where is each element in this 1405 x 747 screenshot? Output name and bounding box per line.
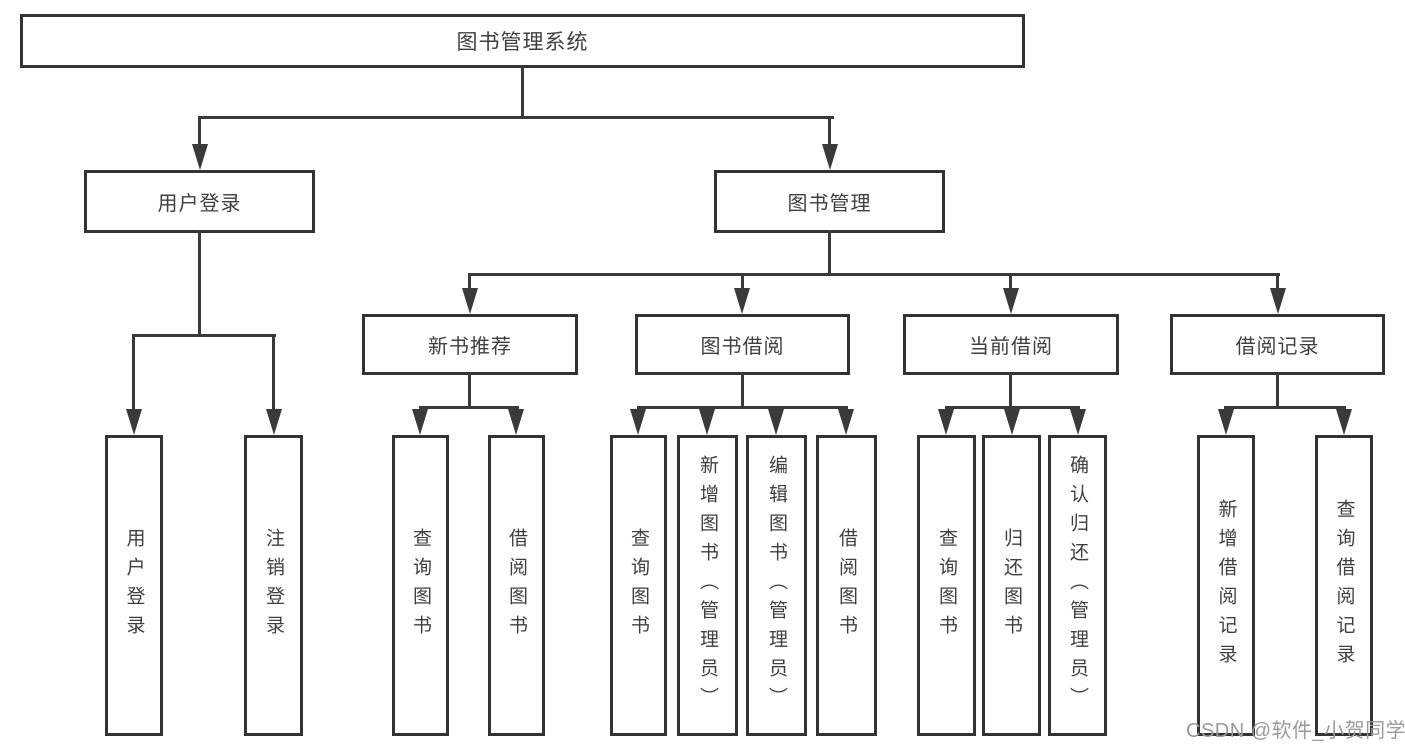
connector-borrow-records-stem [1276, 372, 1279, 409]
connector-new-book-rec-stem [468, 372, 471, 409]
node-new-book-rec: 新书推荐 [362, 314, 578, 375]
arrow-to-login-leaf [126, 409, 142, 435]
connector-book-borrow-shaft [741, 273, 744, 290]
arrow-to-br-query-record [1336, 409, 1352, 435]
leaf-logout: 注销登录 [244, 435, 303, 736]
arrow-to-book-borrow [734, 288, 750, 314]
connector-user-login-shaft [198, 116, 201, 146]
connector-book-borrow-stem [741, 372, 744, 409]
leaf-cb-confirm-return-admin: 确认归还（管理员） [1048, 435, 1107, 736]
connector-level3-branch [468, 273, 1280, 276]
connector-borrow-records-branch [1224, 406, 1346, 409]
leaf-cb-return-book: 归还图书 [982, 435, 1041, 736]
connector-current-borrow-branch [945, 406, 1080, 409]
connector-borrow-records-shaft [1276, 273, 1279, 290]
arrow-to-book-mgmt [822, 144, 838, 170]
arrow-to-bb-borrow-book [838, 409, 854, 435]
connector-user-login-branch [132, 334, 276, 337]
arrow-to-cb-return-book [1004, 409, 1020, 435]
leaf-rec-query-book: 查询图书 [392, 435, 449, 736]
arrow-to-br-add-record [1218, 409, 1234, 435]
connector-new-book-rec-branch [419, 406, 519, 409]
arrow-to-current-borrow [1003, 288, 1019, 314]
leaf-br-add-record: 新增借阅记录 [1197, 435, 1255, 736]
leaf-bb-query-book: 查询图书 [610, 435, 667, 736]
leaf-bb-borrow-book: 借阅图书 [816, 435, 877, 736]
connector-current-borrow-shaft [1009, 273, 1012, 290]
arrow-to-logout-leaf [266, 409, 282, 435]
arrow-to-rec-borrow-book [508, 409, 524, 435]
node-book-mgmt: 图书管理 [714, 170, 945, 233]
arrow-to-new-book-rec [462, 288, 478, 314]
arrow-to-cb-confirm-return [1070, 409, 1086, 435]
node-root: 图书管理系统 [20, 14, 1025, 68]
leaf-cb-query-book: 查询图书 [917, 435, 976, 736]
leaf-bb-edit-book-admin: 编辑图书（管理员） [746, 435, 807, 736]
node-current-borrow: 当前借阅 [903, 314, 1119, 375]
leaf-bb-add-book-admin: 新增图书（管理员） [677, 435, 738, 736]
arrow-to-borrow-records [1270, 288, 1286, 314]
connector-current-borrow-stem [1009, 372, 1012, 409]
connector-logout-leaf-shaft [272, 334, 275, 411]
node-book-borrow: 图书借阅 [635, 314, 850, 375]
node-user-login: 用户登录 [84, 170, 315, 233]
watermark-text: CSDN @软件_小贺同学 [1186, 720, 1405, 742]
connector-root-stem [521, 65, 524, 119]
connector-level2-branch [198, 116, 834, 119]
leaf-br-query-record: 查询借阅记录 [1315, 435, 1373, 736]
arrow-to-bb-add-book [699, 409, 715, 435]
node-borrow-records: 借阅记录 [1170, 314, 1385, 375]
connector-new-book-rec-shaft [468, 273, 471, 290]
leaf-rec-borrow-book: 借阅图书 [488, 435, 545, 736]
arrow-to-rec-query-book [412, 409, 428, 435]
leaf-user-login: 用户登录 [105, 435, 163, 736]
connector-login-leaf-shaft [132, 334, 135, 411]
arrow-to-cb-query-book [938, 409, 954, 435]
connector-book-mgmt-stem [828, 230, 831, 276]
arrow-to-bb-query-book [630, 409, 646, 435]
connector-book-borrow-branch [637, 406, 848, 409]
connector-book-mgmt-shaft [828, 116, 831, 146]
connector-user-login-stem [198, 230, 201, 337]
arrow-to-user-login [192, 144, 208, 170]
arrow-to-bb-edit-book [768, 409, 784, 435]
